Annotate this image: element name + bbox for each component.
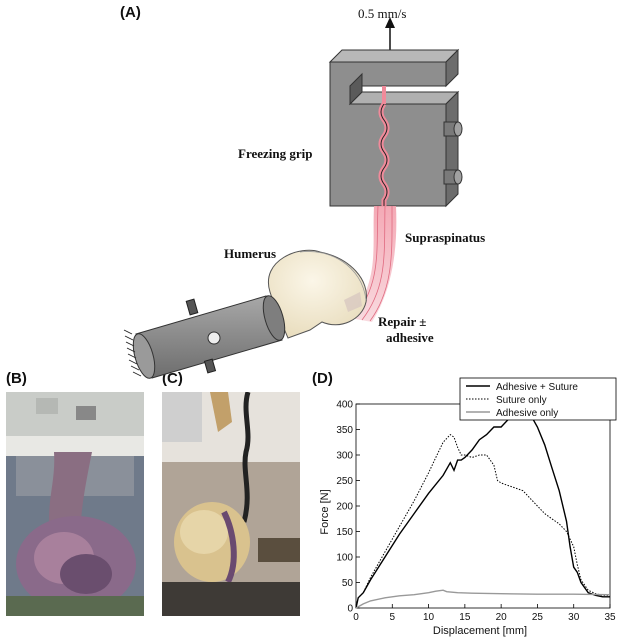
y-tick-label: 100 [336,553,353,564]
specimen-photo-c [162,392,300,616]
repair-label-line2: adhesive [386,330,434,345]
x-tick-label: 25 [532,612,544,623]
specimen-photo-b [6,392,144,616]
y-axis-label: Force [N] [319,489,331,534]
legend-entry-3: Adhesive only [496,408,558,419]
y-tick-label: 0 [347,604,353,615]
x-tick-label: 10 [423,612,435,623]
test-setup-diagram: 0.5 mm/s Freezing grip Supraspinatus Hum… [123,6,485,379]
grip-label: Freezing grip [238,146,313,161]
legend-entry-2: Suture only [496,395,547,406]
y-tick-label: 300 [336,451,353,462]
y-tick-label: 350 [336,425,353,436]
panel-label-a: (A) [120,4,141,21]
pull-arrow [385,17,395,55]
panel-label-b: (B) [6,370,27,387]
photo-panel-b [6,392,144,616]
repair-label-line1: Repair ± [378,314,426,329]
y-tick-label: 150 [336,527,353,538]
x-tick-label: 35 [604,612,616,623]
tendon-label: Supraspinatus [405,230,485,245]
grip-bolt-upper [443,121,463,137]
panel-label-d: (D) [312,370,333,387]
bone-pot-cylinder [123,295,286,379]
y-tick-label: 250 [336,476,353,487]
x-axis-label: Displacement [mm] [433,625,527,637]
photo-panel-c [162,392,300,616]
legend-box [459,377,617,421]
legend-entry-1: Adhesive + Suture [496,382,578,393]
x-tick-label: 15 [459,612,471,623]
series-layer [355,405,611,609]
freezing-grip [328,48,463,208]
series-line-1 [355,405,610,609]
panel-label-c: (C) [162,370,183,387]
x-tick-label: 30 [568,612,580,623]
series-line-3 [355,589,611,609]
x-tick-label: 5 [390,612,396,623]
humerus-bone [267,249,367,339]
y-tick-label: 400 [336,400,353,411]
y-tick-label: 200 [336,502,353,513]
plot-frame [355,403,611,609]
series-line-2 [355,433,610,609]
grip-bolt-lower [443,169,463,185]
x-tick-label: 20 [496,612,508,623]
speed-label: 0.5 mm/s [358,6,406,21]
x-tick-label: 0 [353,612,359,623]
bone-label: Humerus [224,246,276,261]
y-tick-label: 50 [342,578,354,589]
